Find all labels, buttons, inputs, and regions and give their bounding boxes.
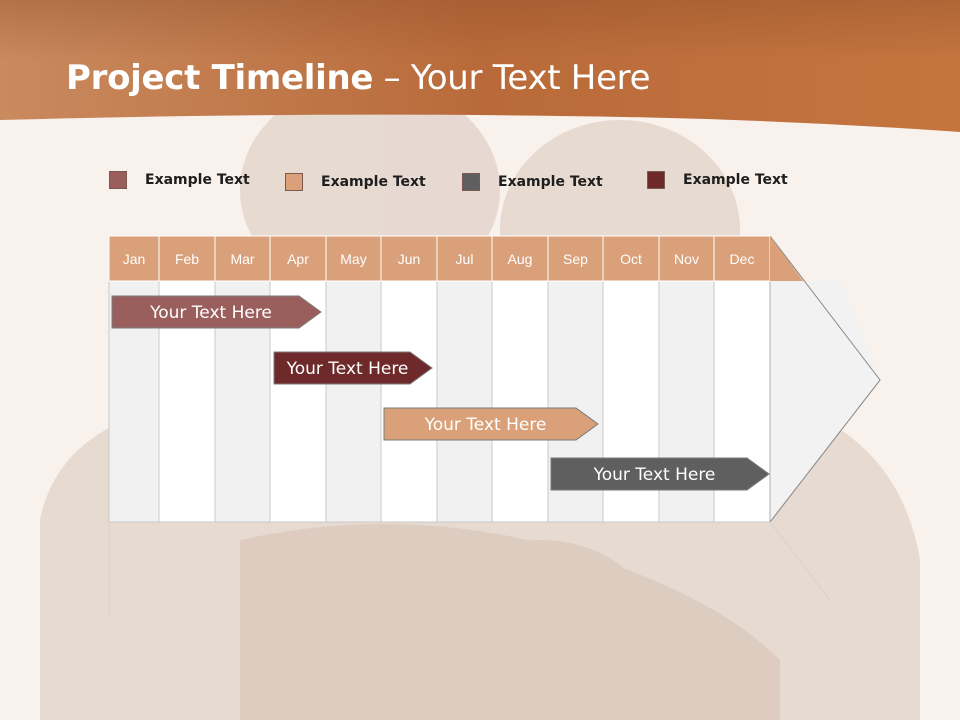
- legend-label: Example Text: [683, 172, 788, 188]
- legend-label: Example Text: [321, 174, 426, 190]
- legend-label: Example Text: [145, 172, 250, 188]
- month-label: May: [340, 251, 366, 267]
- legend-item: Example Text: [647, 170, 788, 190]
- legend-swatch: [647, 171, 665, 189]
- slide-title-bold: Project Timeline: [66, 58, 374, 98]
- month-label: Jun: [398, 251, 421, 267]
- slide-title: Project Timeline – Your Text Here: [66, 58, 651, 98]
- month-label: Apr: [287, 251, 309, 267]
- timeline-arrow-outline: [769, 235, 881, 523]
- month-header-cell: [658, 235, 715, 282]
- task-arrow: [550, 457, 770, 491]
- task-arrow: [383, 407, 599, 441]
- month-header-cell: [269, 235, 327, 282]
- month-label: Aug: [508, 251, 533, 267]
- legend-swatch: [285, 173, 303, 191]
- month-column: [325, 280, 382, 523]
- legend-swatch: [109, 171, 127, 189]
- month-label: Sep: [563, 251, 588, 267]
- month-header-tip: [770, 236, 803, 281]
- task-arrow: [273, 351, 433, 385]
- task-label: Your Text Here: [424, 415, 547, 435]
- task-arrow: [111, 295, 322, 329]
- legend-label: Example Text: [498, 174, 603, 190]
- month-label: Nov: [674, 251, 699, 267]
- month-header-cell: [547, 235, 604, 282]
- task-label: Your Text Here: [593, 465, 716, 485]
- month-column: [491, 280, 549, 523]
- reflection-line: [769, 521, 831, 601]
- month-label: Jan: [123, 251, 146, 267]
- month-header-cell: [108, 235, 160, 282]
- legend-swatch: [462, 173, 480, 191]
- month-header-cell: [713, 235, 771, 282]
- slide-title-rest: – Your Text Here: [373, 58, 651, 98]
- timeline-arrow-head: [770, 281, 880, 522]
- month-header-cell: [380, 235, 438, 282]
- month-label: Jul: [456, 251, 474, 267]
- month-label: Mar: [230, 251, 254, 267]
- month-header-cell: [602, 235, 660, 282]
- month-column: [380, 280, 438, 523]
- month-label: Feb: [175, 251, 199, 267]
- legend-item: Example Text: [462, 172, 603, 192]
- legend-item: Example Text: [285, 172, 426, 192]
- month-label: Oct: [620, 251, 642, 267]
- task-label: Your Text Here: [149, 303, 272, 323]
- task-label: Your Text Here: [286, 359, 409, 379]
- month-header-cell: [436, 235, 493, 282]
- month-label: Dec: [730, 251, 755, 267]
- month-column: [436, 280, 493, 523]
- legend-item: Example Text: [109, 170, 250, 190]
